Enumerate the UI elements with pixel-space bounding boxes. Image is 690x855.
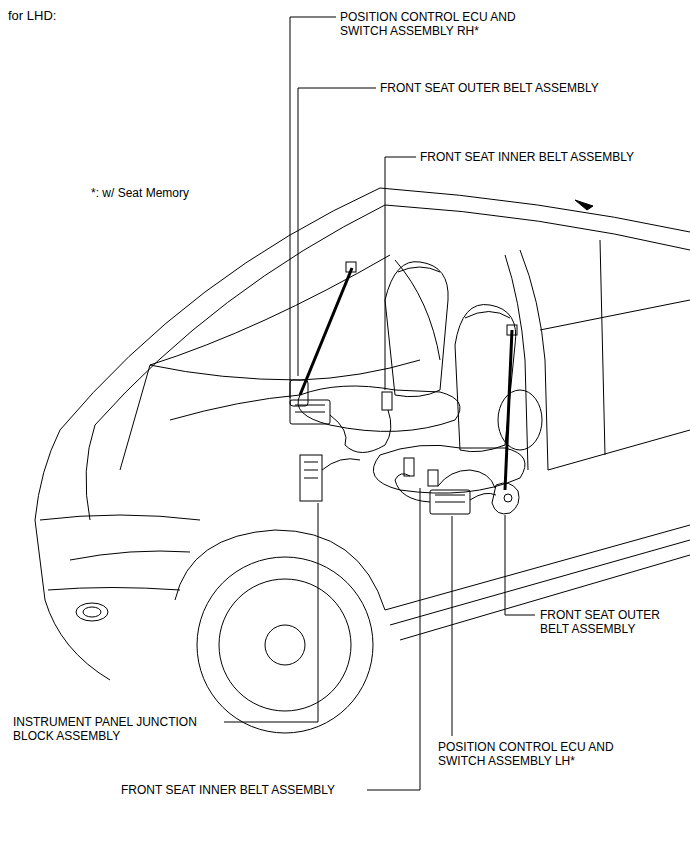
note: *: w/ Seat Memory [90,186,190,200]
part-label: FRONT SEAT INNER BELT ASSEMBLY [419,150,635,164]
diagram-title: for LHD: [8,8,56,23]
part-label: POSITION CONTROL ECU AND SWITCH ASSEMBLY… [437,740,644,768]
part-label: FRONT SEAT INNER BELT ASSEMBLY [120,783,336,797]
part-label: INSTRUMENT PANEL JUNCTION BLOCK ASSEMBLY [12,715,224,743]
part-label: FRONT SEAT OUTER BELT ASSEMBLY [379,81,600,95]
part-label: FRONT SEAT OUTER BELT ASSEMBLY [539,608,681,636]
part-label: POSITION CONTROL ECU AND SWITCH ASSEMBLY… [339,10,546,38]
